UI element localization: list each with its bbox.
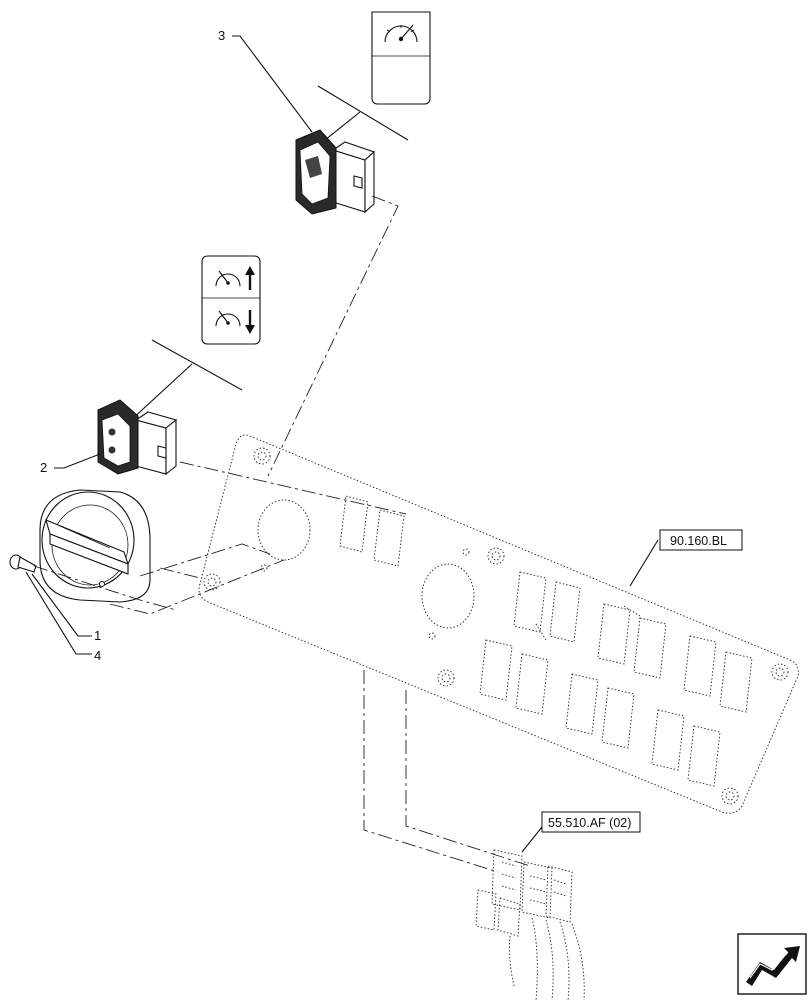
harness-reference[interactable]: 55.510.AF (02) xyxy=(541,811,641,833)
next-page-button[interactable] xyxy=(737,933,807,995)
harness-reference-text: 55.510.AF (02) xyxy=(548,816,631,830)
gauge-pointer-icon xyxy=(384,24,418,43)
panel-reference[interactable]: 90.160.BL xyxy=(659,529,743,551)
callout-1: 1 xyxy=(94,628,101,643)
rotary-knob-assembly xyxy=(39,489,151,603)
gauge-up-arrow-icon xyxy=(215,266,255,290)
harness-connectors xyxy=(475,849,585,1000)
panel-reference-text: 90.160.BL xyxy=(670,534,727,548)
callout-leaders xyxy=(25,35,659,853)
assembly-lines xyxy=(33,195,531,873)
switch-panel xyxy=(198,434,799,814)
switch-2-symbol-label xyxy=(201,255,261,345)
switch-3-symbol-label xyxy=(371,11,431,105)
gauge-down-arrow-icon xyxy=(215,310,255,334)
callout-4: 4 xyxy=(94,648,101,663)
rocker-switch-3 xyxy=(295,129,376,215)
callout-2: 2 xyxy=(40,460,47,475)
rocker-switch-2 xyxy=(97,399,178,476)
pin-part xyxy=(9,554,37,573)
next-page-arrow-icon xyxy=(746,946,800,986)
callout-3: 3 xyxy=(218,28,225,43)
